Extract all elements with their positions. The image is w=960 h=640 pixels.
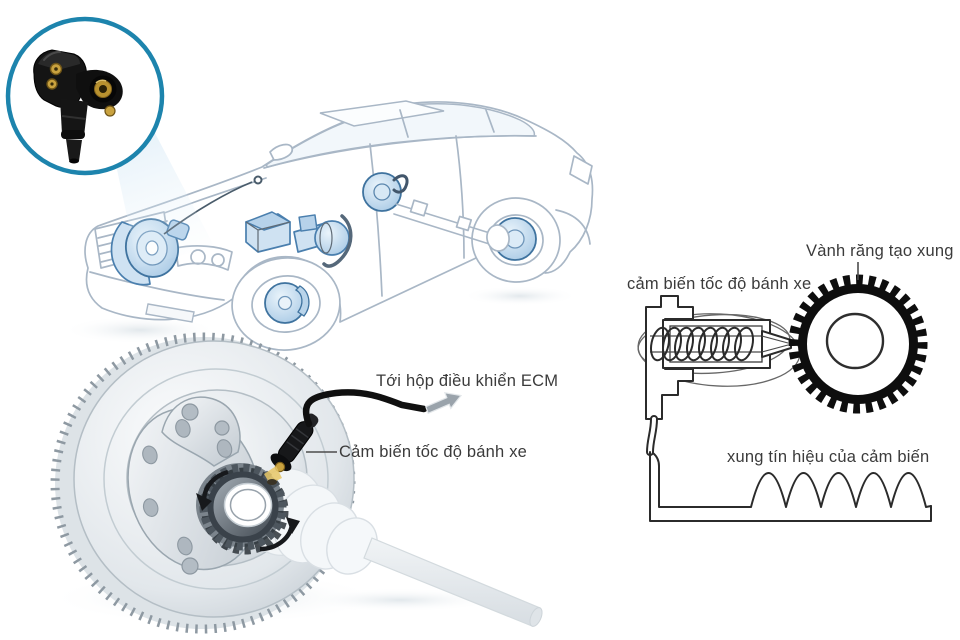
brake-disc-ring [103,368,329,590]
car-bumper-line [89,271,225,301]
sensor-wire-core [648,417,656,454]
gear-center-hole [825,312,885,370]
label-hub-sensor: Cảm biến tốc độ bánh xe [339,443,528,461]
tone-ring-gear [788,262,928,414]
rotation-arrow-icon [259,517,300,552]
car-taillight [569,155,593,185]
abs-module [245,211,291,253]
rear-brake-disc [362,172,409,212]
signal-wire-outer [649,451,932,522]
abs-sensor-3d [264,413,319,485]
car-door-seams [369,135,465,297]
sensor-coil [650,326,754,362]
label-tone-ring: Vành răng tạo xung [806,242,954,260]
abs-sensor-photo [33,49,123,164]
driveshaft [393,199,510,252]
front-caliper [294,285,310,317]
label-signal-pulse: xung tín hiệu của cảm biến [727,448,930,466]
signal-wire-inner [652,452,932,508]
pigtail-connector-dot [253,175,263,185]
sensor-cable [302,389,428,428]
wheel-front [231,257,341,351]
label-section-sensor: cảm biến tốc độ bánh xe [627,275,812,293]
car-sunroof [319,100,445,127]
sensor-tip-glint [264,466,282,484]
pole-tip-lines [761,335,789,353]
ecm-arrow-icon [425,392,463,415]
car-fog-slot [145,303,195,323]
brake-hub-illustration [45,332,543,634]
abs-sensor-callout [5,16,165,176]
headlight-projector [211,253,225,267]
axle-shadow [300,588,500,612]
car-c-pillar [485,109,495,133]
car-b-pillar [399,109,409,138]
car-rear-arch-far [555,209,591,245]
car-beltline [263,134,537,169]
handbrake-cable [322,214,353,268]
car-shadow-rear [462,286,578,306]
label-to-ecm: Tới hộp điều khiển ECM [376,372,559,390]
car-shadow [62,316,218,344]
tone-ring [196,463,289,555]
gear-teeth [788,274,928,414]
signal-waveform [649,451,932,522]
car-mirror [269,143,294,161]
pole-tip [761,330,792,358]
mount-bolt [104,105,116,117]
brake-booster [293,214,350,256]
sensor-tip [66,139,82,161]
rotation-arrow-icon [196,469,229,511]
